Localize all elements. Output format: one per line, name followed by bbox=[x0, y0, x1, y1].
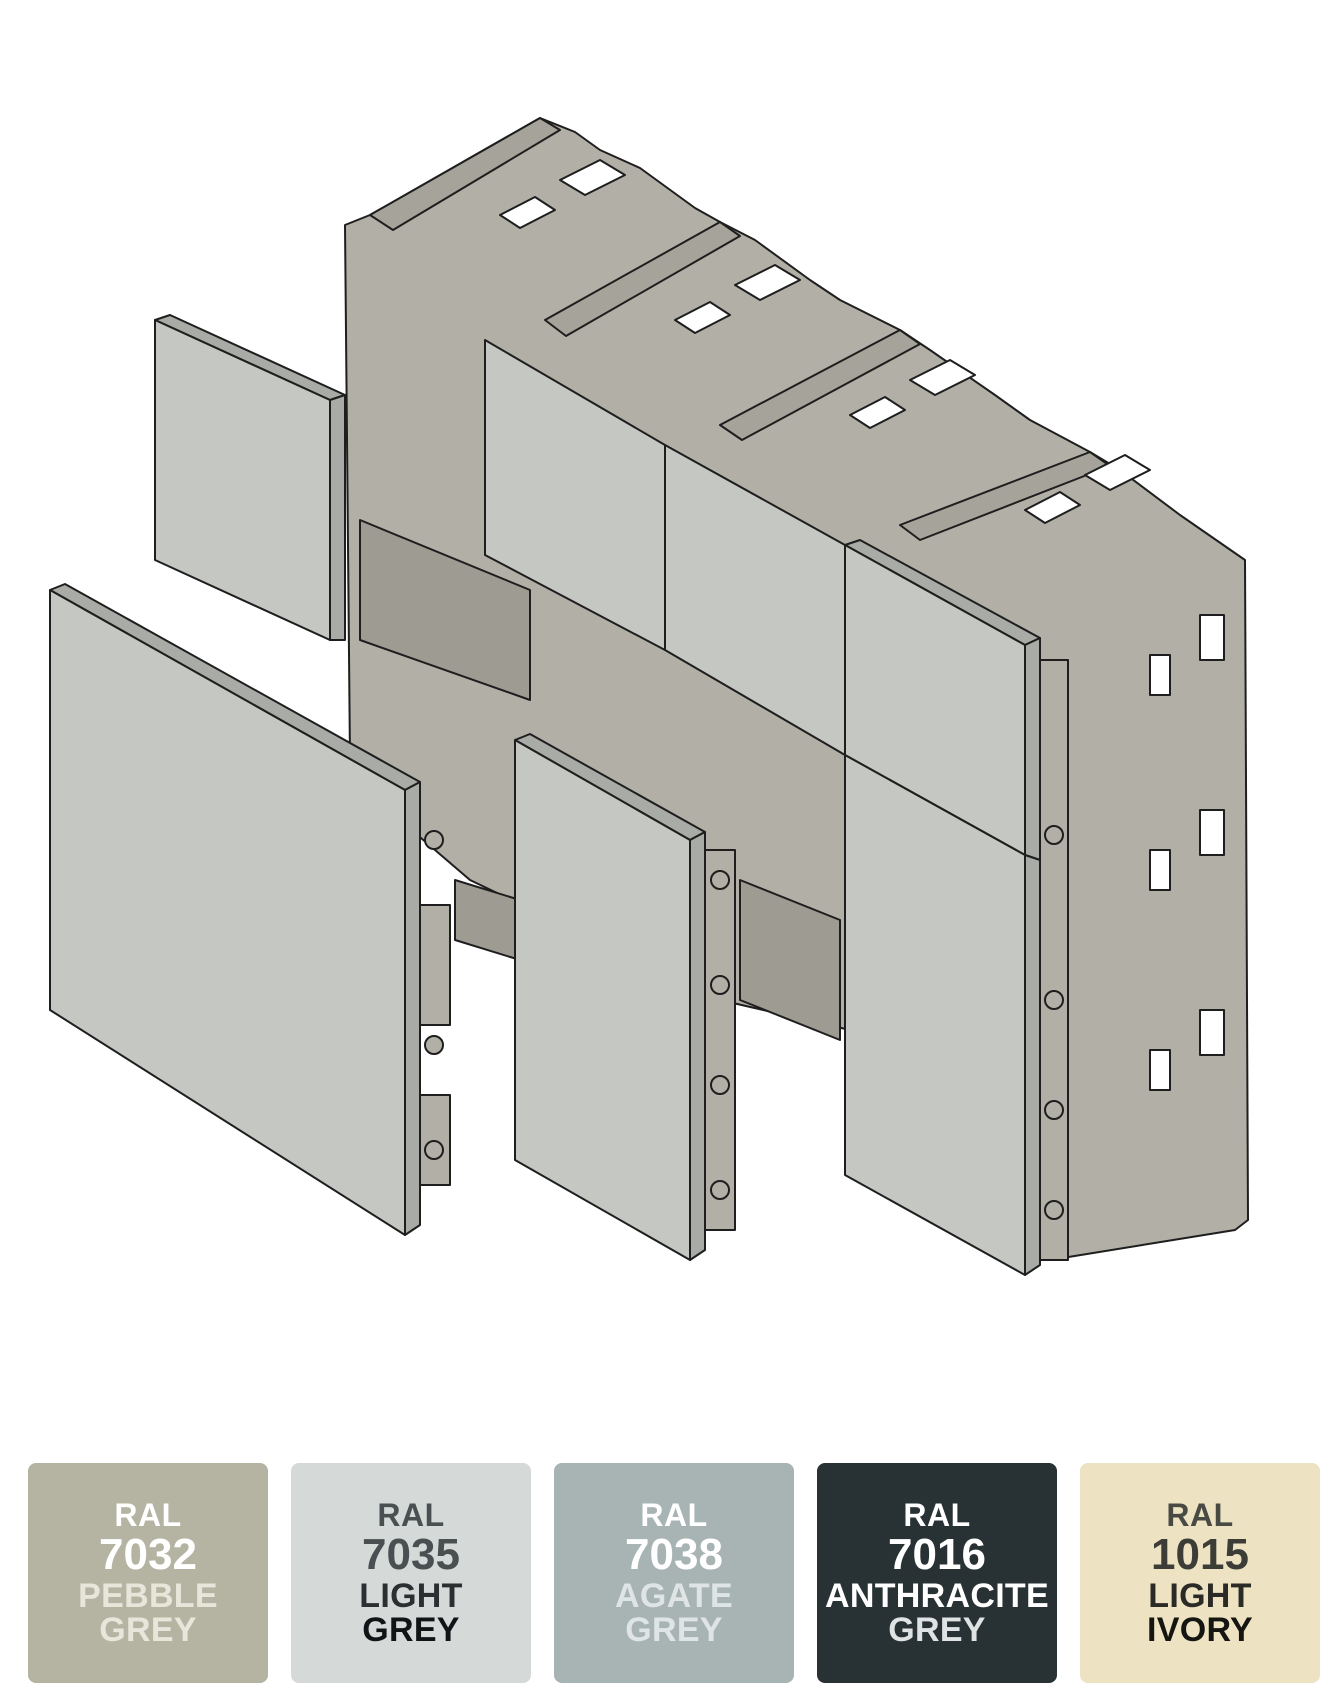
swatch-code: 7035 bbox=[362, 1530, 460, 1579]
swatch-ral-1015[interactable]: RAL 1015 LIGHT IVORY bbox=[1080, 1463, 1320, 1683]
color-swatch-row: RAL 7032 PEBBLE GREY RAL 7035 LIGHT GREY… bbox=[28, 1463, 1322, 1685]
swatch-ral-7016[interactable]: RAL 7016 ANTHRACITE GREY bbox=[817, 1463, 1057, 1683]
swatch-ral-7035[interactable]: RAL 7035 LIGHT GREY bbox=[291, 1463, 531, 1683]
swatch-name-line2: GREY bbox=[99, 1611, 197, 1649]
swatch-ral-label: RAL bbox=[640, 1497, 708, 1533]
swatch-name-line2: IVORY bbox=[1146, 1611, 1254, 1649]
swatch-name-line1: AGATE bbox=[615, 1577, 733, 1615]
swatch-name-line2: GREY bbox=[888, 1611, 986, 1649]
swatch-ral-label: RAL bbox=[377, 1497, 445, 1533]
swatch-code: 1015 bbox=[1151, 1530, 1249, 1579]
swatch-name-line1: LIGHT bbox=[1148, 1577, 1252, 1615]
modular-switch-box-exploded-icon bbox=[49, 117, 1249, 1276]
swatch-code: 7038 bbox=[625, 1530, 723, 1579]
swatch-ral-7032[interactable]: RAL 7032 PEBBLE GREY bbox=[28, 1463, 268, 1683]
swatch-ral-label: RAL bbox=[903, 1497, 971, 1533]
swatch-ral-7038[interactable]: RAL 7038 AGATE GREY bbox=[554, 1463, 794, 1683]
swatch-ral-label: RAL bbox=[1166, 1497, 1234, 1533]
swatch-name-line1: LIGHT bbox=[359, 1577, 463, 1615]
swatch-name-line1: ANTHRACITE bbox=[825, 1577, 1049, 1615]
swatch-name-line1: PEBBLE bbox=[78, 1577, 218, 1615]
swatch-code: 7016 bbox=[888, 1530, 986, 1579]
swatch-code: 7032 bbox=[99, 1530, 197, 1579]
swatch-name-line2: GREY bbox=[362, 1611, 460, 1649]
swatch-name-line2: GREY bbox=[625, 1611, 723, 1649]
swatch-ral-label: RAL bbox=[114, 1497, 182, 1533]
